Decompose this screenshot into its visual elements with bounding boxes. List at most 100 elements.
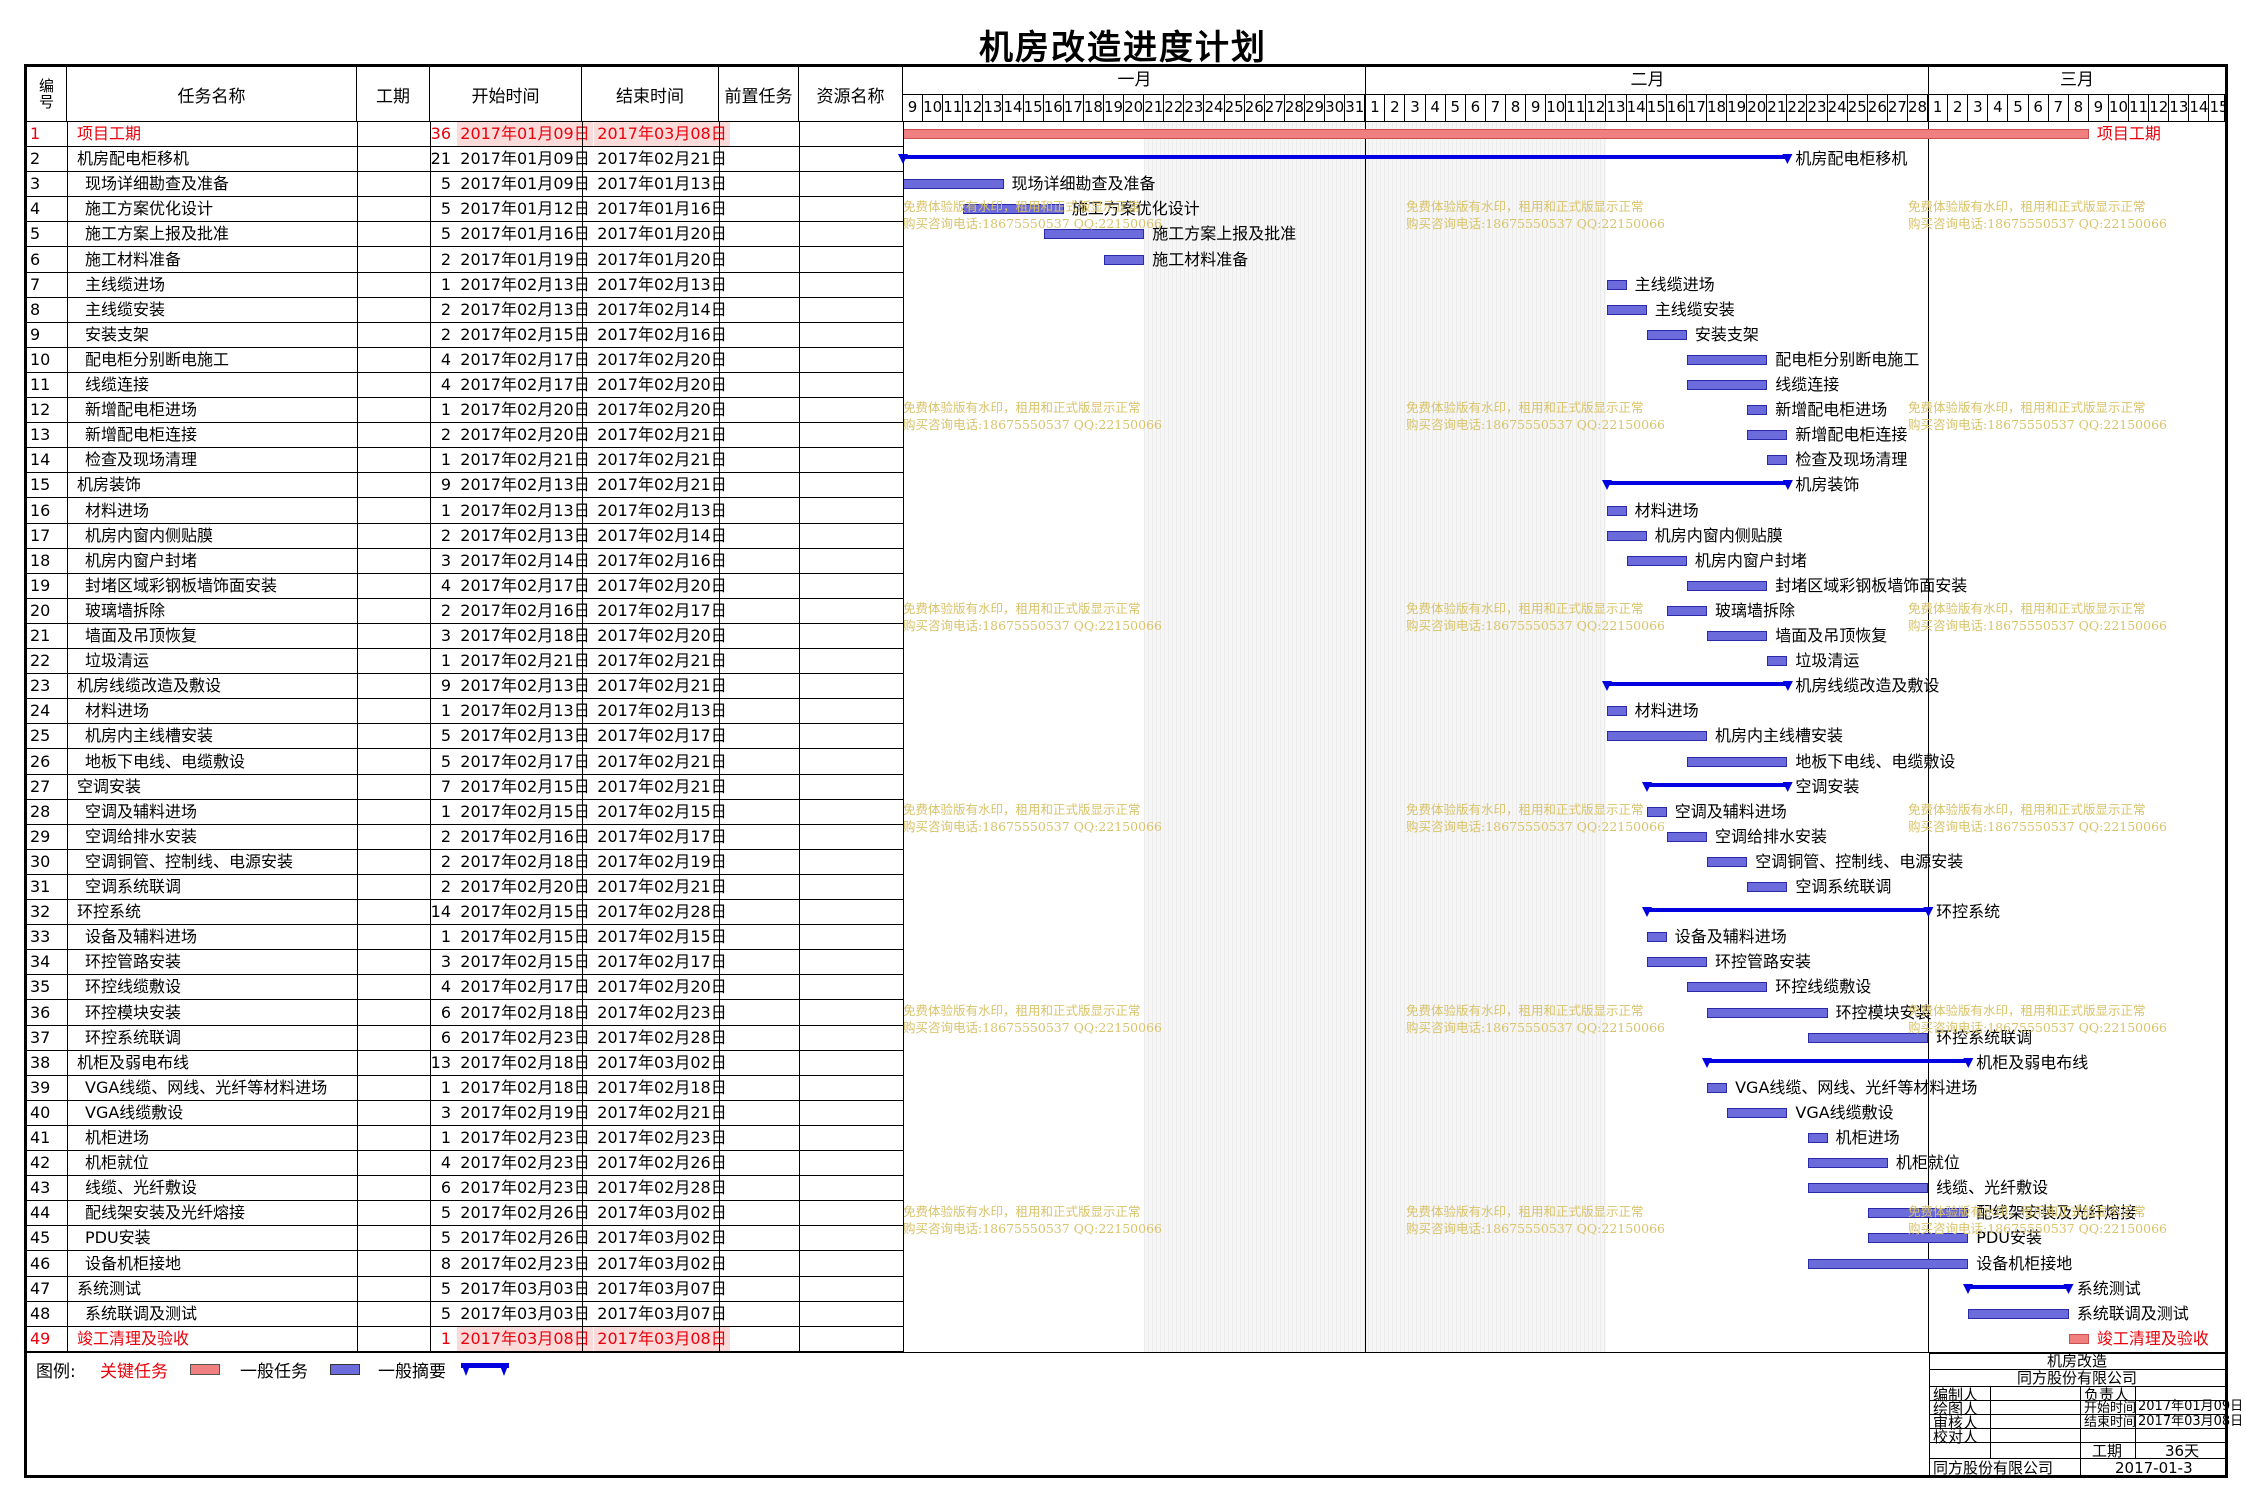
task-bar[interactable] bbox=[1707, 1007, 1828, 1018]
task-bar[interactable] bbox=[1646, 932, 1667, 943]
task-bar[interactable] bbox=[1686, 380, 1768, 390]
task-bar[interactable] bbox=[1727, 1107, 1788, 1118]
task-bar[interactable] bbox=[1747, 882, 1788, 892]
task-bar[interactable] bbox=[1707, 631, 1768, 641]
task-bar[interactable] bbox=[1606, 731, 1707, 742]
summary-bar[interactable] bbox=[1701, 1057, 1974, 1073]
summary-bar[interactable] bbox=[1641, 906, 1934, 922]
task-bar[interactable] bbox=[1807, 1258, 1969, 1269]
critical-task-bar[interactable] bbox=[2068, 1333, 2089, 1344]
task-bar[interactable] bbox=[1707, 856, 1748, 867]
task-bar[interactable] bbox=[1807, 1133, 1828, 1143]
task-bar[interactable] bbox=[1606, 505, 1627, 516]
task-bar[interactable] bbox=[1968, 1308, 2069, 1319]
task-bar[interactable] bbox=[1767, 656, 1788, 667]
task-bar[interactable] bbox=[1686, 354, 1768, 365]
summary-bar[interactable] bbox=[1641, 781, 1794, 797]
summary-bar[interactable] bbox=[1962, 1283, 2075, 1299]
summary-bar[interactable] bbox=[897, 153, 1793, 169]
task-bar[interactable] bbox=[1646, 329, 1687, 340]
bar-label: 地板下电线、电缆敷设 bbox=[1795, 751, 1956, 771]
task-bar[interactable] bbox=[1043, 229, 1145, 240]
task-bar[interactable] bbox=[1867, 1233, 1969, 1244]
task-bar[interactable] bbox=[1767, 455, 1788, 466]
task-bar[interactable] bbox=[1666, 605, 1707, 616]
bar-label: 机房配电柜移机 bbox=[1795, 149, 1908, 169]
task-bar[interactable] bbox=[1646, 806, 1667, 817]
task-bar[interactable] bbox=[1606, 706, 1627, 717]
critical-task-bar[interactable] bbox=[903, 129, 2089, 139]
summary-bar[interactable] bbox=[1601, 479, 1794, 495]
task-bar[interactable] bbox=[1807, 1032, 1929, 1043]
task-bar[interactable] bbox=[1104, 254, 1145, 265]
task-bar[interactable] bbox=[1707, 1082, 1728, 1093]
task-bar[interactable] bbox=[1747, 430, 1788, 441]
task-bar[interactable] bbox=[1807, 1158, 1888, 1169]
task-bar[interactable] bbox=[1686, 982, 1768, 993]
task-bar[interactable] bbox=[1747, 405, 1768, 416]
task-bar[interactable] bbox=[1606, 279, 1627, 290]
task-bar[interactable] bbox=[1867, 1208, 1969, 1219]
task-bar[interactable] bbox=[1606, 304, 1647, 315]
task-bar[interactable] bbox=[1626, 555, 1687, 566]
summary-bar[interactable] bbox=[1601, 680, 1794, 696]
task-bar[interactable] bbox=[1666, 831, 1707, 842]
task-bar[interactable] bbox=[1646, 957, 1707, 968]
task-bar[interactable] bbox=[1606, 530, 1647, 541]
task-bar[interactable] bbox=[1686, 756, 1788, 767]
task-bar[interactable] bbox=[963, 204, 1064, 215]
task-bar[interactable] bbox=[1686, 580, 1768, 591]
task-bar[interactable] bbox=[1807, 1183, 1929, 1194]
task-bar[interactable] bbox=[903, 179, 1004, 190]
